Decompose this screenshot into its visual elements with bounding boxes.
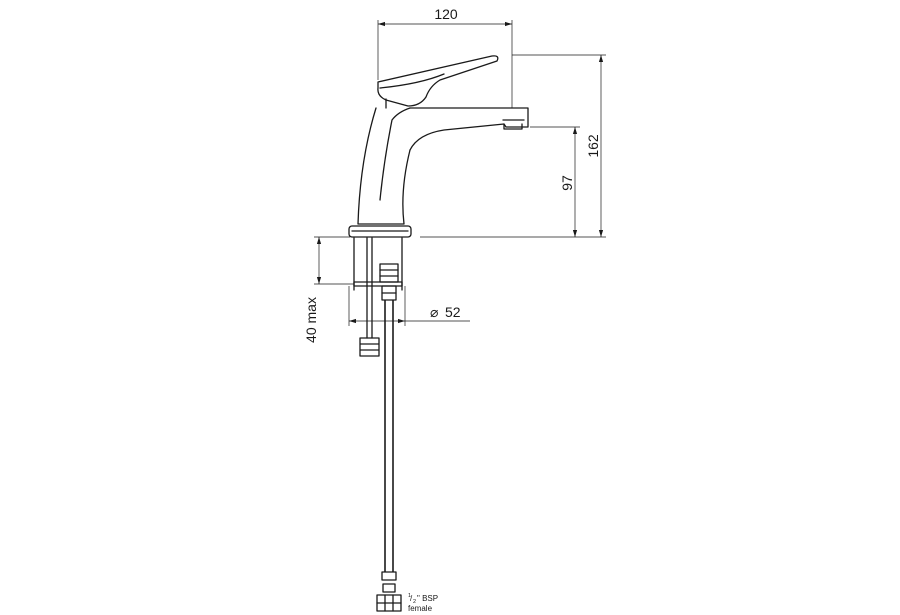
diameter-symbol: ⌀ <box>430 304 439 320</box>
diameter-label: 52 <box>445 304 461 320</box>
hose-fitting <box>379 263 399 283</box>
lever-handle <box>377 55 499 107</box>
connector-type-label: female <box>408 604 433 613</box>
max-thickness-label: 40 max <box>303 297 319 343</box>
dimension-diameter: ⌀ 52 <box>348 286 470 326</box>
body-column <box>357 107 411 225</box>
dimension-spout-height: 97 <box>530 126 580 237</box>
fraction-numerator: 1 <box>408 593 411 599</box>
base-flange <box>348 225 412 238</box>
fraction-denominator: 2 <box>413 599 416 605</box>
faucet-body <box>348 55 529 238</box>
dimension-max-thickness: 40 max <box>303 236 354 343</box>
svg-text:/: / <box>410 594 413 603</box>
dimension-width: 120 <box>377 6 513 108</box>
mounting-assembly <box>353 237 403 612</box>
width-label: 120 <box>434 6 458 22</box>
stud-nut <box>359 337 380 357</box>
spout <box>409 107 529 151</box>
connector-note: 1 / 2 " BSP female <box>408 593 438 613</box>
spout-height-label: 97 <box>559 175 575 191</box>
dimension-total-height: 162 <box>420 54 606 238</box>
thread-label: " BSP <box>417 594 438 603</box>
total-height-label: 162 <box>585 134 601 158</box>
